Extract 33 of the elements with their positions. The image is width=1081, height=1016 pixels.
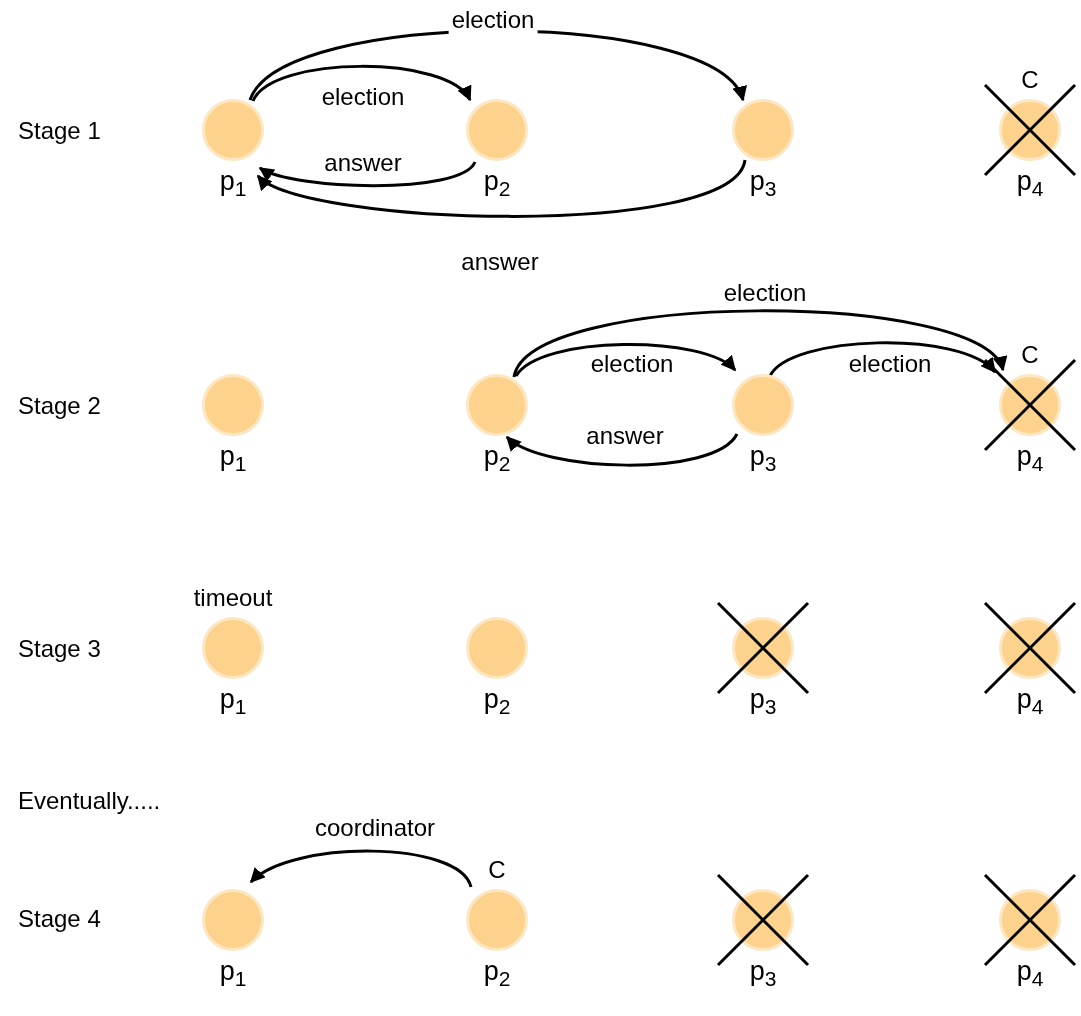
process-label: p$_{3}$	[749, 684, 777, 720]
process-label: p$_{1}$	[219, 956, 247, 992]
stage-label: Stage 4	[18, 905, 101, 933]
arrow	[512, 309, 1005, 378]
process-label: p$_{3}$	[749, 956, 777, 992]
stage-label: Stage 1	[18, 117, 101, 145]
process-label: p$_{4}$	[1016, 166, 1044, 202]
note-text: Eventually.....	[18, 787, 161, 815]
arrow	[251, 64, 472, 102]
process-label: p$_{2}$	[483, 441, 511, 477]
arrow	[514, 343, 737, 378]
process-note: C	[488, 856, 506, 884]
process-label: p$_{1}$	[219, 166, 247, 202]
process-label: p$_{2}$	[483, 166, 511, 202]
process-label: p$_{1}$	[219, 684, 247, 720]
stage-label: Stage 2	[18, 392, 101, 420]
arrow	[256, 159, 747, 218]
process-label: p$_{4}$	[1016, 441, 1044, 477]
arrow	[249, 849, 473, 888]
arrow	[258, 161, 477, 188]
arrow	[505, 433, 739, 467]
process-label: p$_{3}$	[749, 441, 777, 477]
stage-label: Stage 3	[18, 635, 101, 663]
process-label: p$_{4}$	[1016, 684, 1044, 720]
process-label: p$_{3}$	[749, 166, 777, 202]
process-label: p$_{4}$	[1016, 956, 1044, 992]
process-label: p$_{2}$	[483, 684, 511, 720]
process-note: timeout	[193, 584, 273, 612]
process-note: C	[1021, 66, 1039, 94]
process-label: p$_{2}$	[483, 956, 511, 992]
arrow	[768, 341, 997, 377]
process-note: C	[1021, 341, 1039, 369]
process-label: p$_{1}$	[219, 441, 247, 477]
